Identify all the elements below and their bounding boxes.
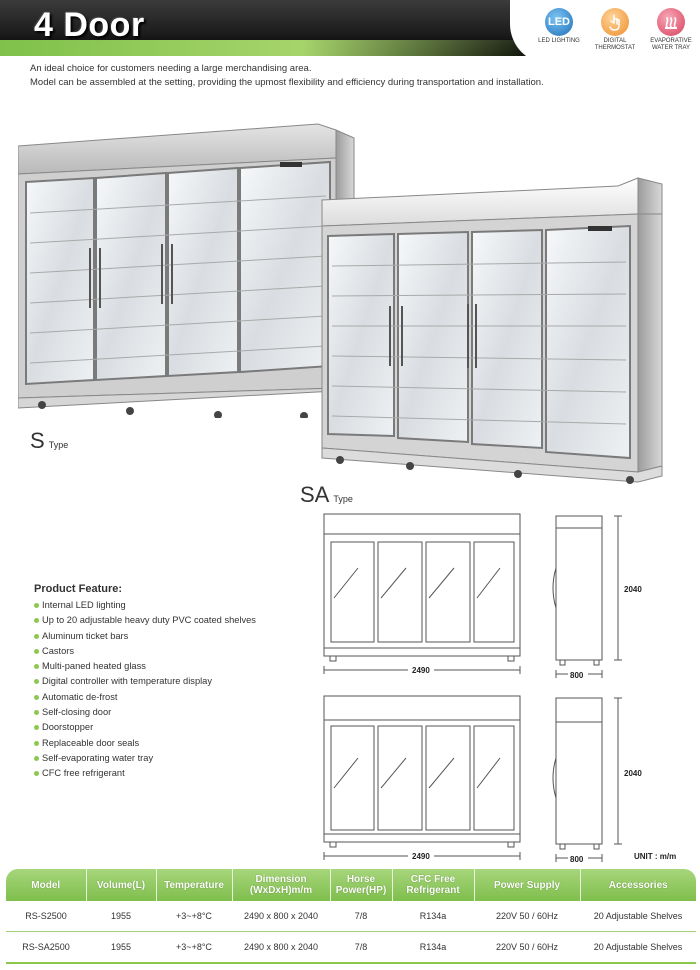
badge-label: EVAPORATIVE WATER TRAY xyxy=(650,38,692,51)
header-line-1: Temperature xyxy=(164,879,224,891)
cell-temperature: +3~+8°C xyxy=(156,931,232,964)
feature-item: Digital controller with temperature disp… xyxy=(34,674,256,689)
feature-item: Multi-paned heated glass xyxy=(34,659,256,674)
feature-item: Castors xyxy=(34,644,256,659)
type-sub: Type xyxy=(333,494,353,504)
header-line-1: CFC Free xyxy=(410,874,456,885)
led-icon: LED xyxy=(545,8,573,36)
sa-type-fridge-illustration xyxy=(321,177,663,484)
cell-power-supply: 220V 50 / 60Hz xyxy=(474,901,580,932)
feature-item: Self-evaporating water tray xyxy=(34,751,256,766)
header-line-2: (WxDxH)m/m xyxy=(249,885,313,896)
intro-line-2: Model can be assembled at the setting, p… xyxy=(30,77,544,88)
table-header-row: Model Volume(L) Temperature Dimension(Wx… xyxy=(6,869,696,901)
cell-model: RS-S2500 xyxy=(6,901,86,932)
width-dimension-top: 2490 xyxy=(412,666,430,675)
header-power-supply: Power Supply xyxy=(474,869,581,901)
type-sub: Type xyxy=(48,440,69,450)
header-line-1: Volume(L) xyxy=(96,879,146,891)
cell-volume: 1955 xyxy=(86,931,156,964)
depth-dimension-top: 800 xyxy=(570,671,584,680)
evaporative-water-tray-badge: EVAPORATIVE WATER TRAY xyxy=(644,8,698,52)
led-lighting-badge: LED LED LIGHTING xyxy=(532,8,586,45)
spec-table: Model Volume(L) Temperature Dimension(Wx… xyxy=(6,869,696,964)
cell-temperature: +3~+8°C xyxy=(156,901,232,932)
height-dimension-top: 2040 xyxy=(624,585,642,594)
feature-item: Aluminum ticket bars xyxy=(34,629,256,644)
feature-item: CFC free refrigerant xyxy=(34,766,256,781)
depth-dimension-bottom: 800 xyxy=(570,855,584,864)
cell-refrigerant: R134a xyxy=(392,931,474,964)
hand-touch-icon xyxy=(601,8,629,36)
width-dimension-bottom: 2490 xyxy=(412,852,430,861)
header-line-2: Refrigerant xyxy=(406,885,460,896)
header-line-1: Horse xyxy=(346,874,376,885)
intro-line-1: An ideal choice for customers needing a … xyxy=(30,63,312,74)
unit-label: UNIT : m/m xyxy=(634,852,677,861)
type-main: S xyxy=(30,428,45,453)
header-line-1: Accessories xyxy=(608,879,668,891)
intro-text: An ideal choice for customers needing a … xyxy=(30,62,590,90)
table-row: RS-SA2500 1955 +3~+8°C 2490 x 800 x 2040… xyxy=(6,931,696,964)
height-dimension-bottom: 2040 xyxy=(624,769,642,778)
s-type-fridge-illustration xyxy=(18,123,355,418)
badge-label: LED LIGHTING xyxy=(538,38,580,44)
feature-item: Doorstopper xyxy=(34,720,256,735)
cell-refrigerant: R134a xyxy=(392,901,474,932)
header-temperature: Temperature xyxy=(156,869,233,901)
dimension-drawings: 2490 2040 800 2490 2040 800 xyxy=(323,513,642,864)
cell-horse-power: 7/8 xyxy=(330,931,392,964)
header-accent-stripe xyxy=(0,40,550,56)
header-line-2: Power(HP) xyxy=(335,885,387,896)
cell-dimension: 2490 x 800 x 2040 xyxy=(232,931,330,964)
product-feature-list: Internal LED lighting Up to 20 adjustabl… xyxy=(34,598,256,782)
cell-volume: 1955 xyxy=(86,901,156,932)
page-title: 4 Door xyxy=(34,6,145,44)
header-accessories: Accessories xyxy=(580,869,696,901)
feature-item: Automatic de-frost xyxy=(34,690,256,705)
header-line-1: Dimension xyxy=(255,874,307,885)
feature-badges: LED LED LIGHTING DIGITAL THERMOSTAT EVAP… xyxy=(510,0,700,64)
header-volume: Volume(L) xyxy=(86,869,157,901)
header-dimension: Dimension(WxDxH)m/m xyxy=(232,869,331,901)
header-line-1: Power Supply xyxy=(493,879,561,891)
steam-icon xyxy=(657,8,685,36)
cell-accessories: 20 Adjustable Shelves xyxy=(580,901,696,932)
cell-dimension: 2490 x 800 x 2040 xyxy=(232,901,330,932)
table-row: RS-S2500 1955 +3~+8°C 2490 x 800 x 2040 … xyxy=(6,901,696,932)
badge-label: DIGITAL THERMOSTAT xyxy=(594,38,636,51)
feature-item: Replaceable door seals xyxy=(34,736,256,751)
feature-item: Up to 20 adjustable heavy duty PVC coate… xyxy=(34,613,256,628)
product-feature-title: Product Feature: xyxy=(34,583,123,595)
type-main: SA xyxy=(300,482,330,507)
feature-item: Self-closing door xyxy=(34,705,256,720)
cell-horse-power: 7/8 xyxy=(330,901,392,932)
header-line-1: Model xyxy=(31,879,61,891)
digital-thermostat-badge: DIGITAL THERMOSTAT xyxy=(588,8,642,52)
cell-power-supply: 220V 50 / 60Hz xyxy=(474,931,580,964)
cell-model: RS-SA2500 xyxy=(6,931,86,964)
cell-accessories: 20 Adjustable Shelves xyxy=(580,931,696,964)
feature-item: Internal LED lighting xyxy=(34,598,256,613)
header-model: Model xyxy=(6,869,87,901)
